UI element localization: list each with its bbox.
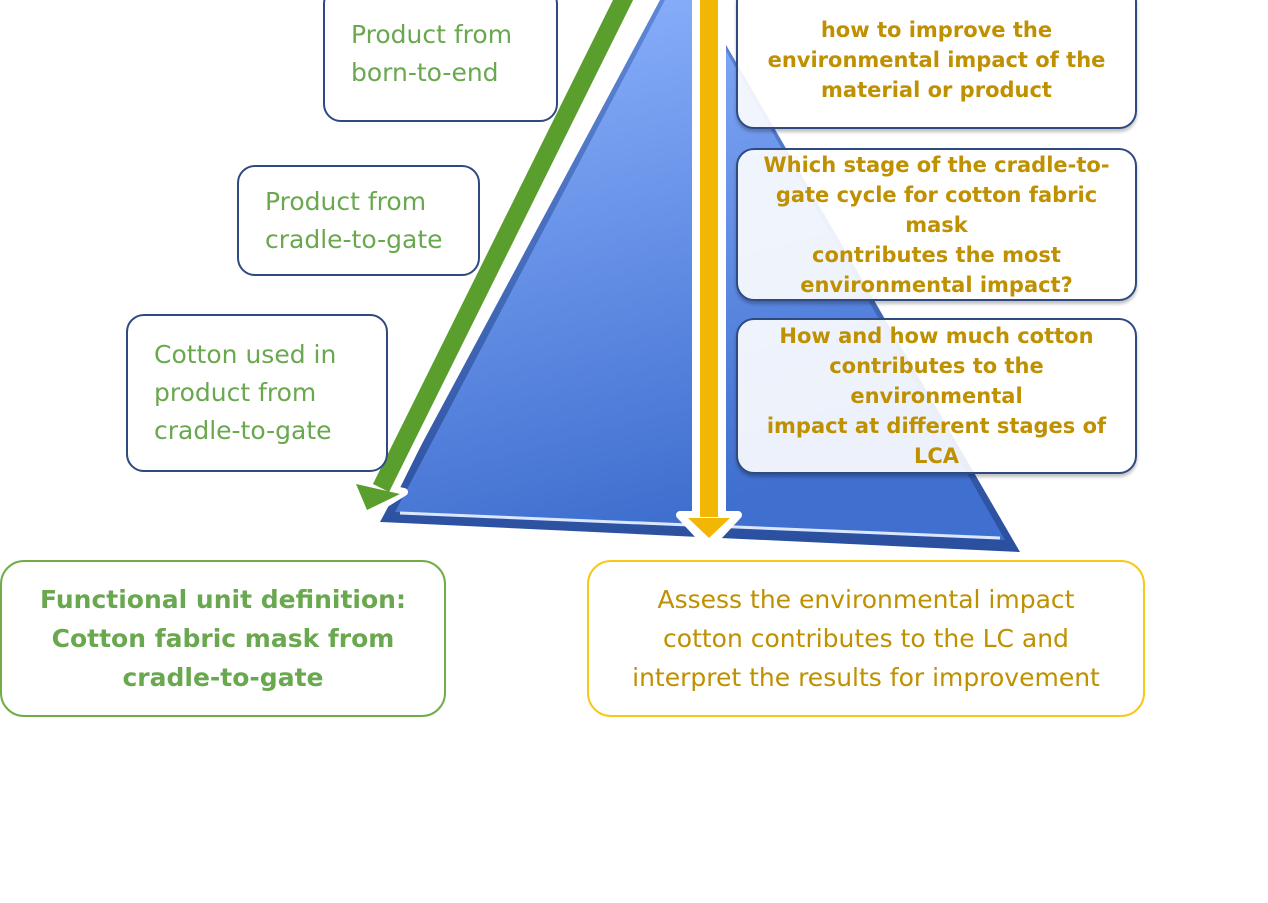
how-much-label: How and how much cotton contributes to t… <box>766 324 1107 468</box>
which-stage-box: Which stage of the cradle-to- gate cycle… <box>736 148 1137 301</box>
improve-impact-label: how to improve the environmental impact … <box>767 17 1106 102</box>
assess-impact-label: Assess the environmental impact cotton c… <box>632 585 1100 692</box>
how-much-box: How and how much cotton contributes to t… <box>736 318 1137 474</box>
functional-unit-box: Functional unit definition: Cotton fabri… <box>0 560 446 717</box>
improve-impact-box: how to improve the environmental impact … <box>736 0 1137 129</box>
functional-unit-label: Functional unit definition: Cotton fabri… <box>40 585 406 692</box>
which-stage-label: Which stage of the cradle-to- gate cycle… <box>763 152 1110 297</box>
born-to-end-label: Product from born-to-end <box>351 20 513 87</box>
cotton-used-label: Cotton used in product from cradle-to-ga… <box>154 340 337 445</box>
cradle-to-gate-label: Product from cradle-to-gate <box>265 186 443 254</box>
cradle-to-gate-box: Product from cradle-to-gate <box>237 165 480 276</box>
assess-impact-box: Assess the environmental impact cotton c… <box>587 560 1145 717</box>
green-down-arrow-icon <box>344 0 643 522</box>
born-to-end-box: Product from born-to-end <box>323 0 558 122</box>
cotton-used-box: Cotton used in product from cradle-to-ga… <box>126 314 388 472</box>
gold-down-arrow-icon <box>676 0 742 550</box>
